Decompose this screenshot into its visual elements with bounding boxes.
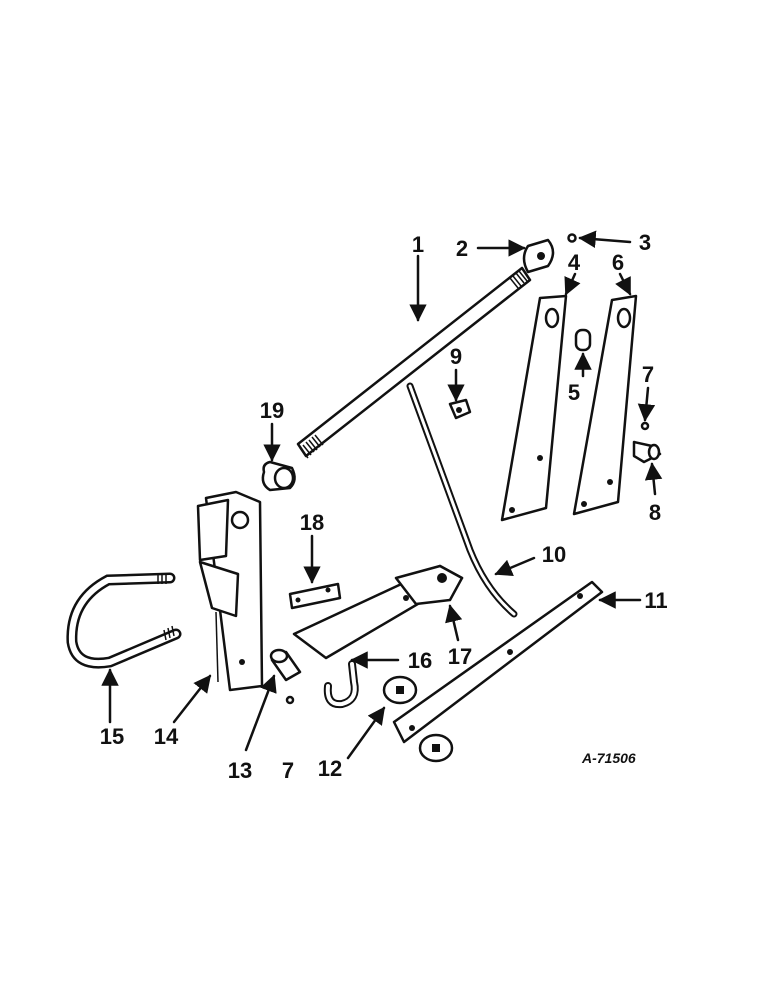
callout-12: 12 bbox=[318, 756, 342, 781]
leader-10 bbox=[494, 556, 536, 576]
part-7-washer-upper bbox=[640, 421, 650, 431]
leader-13 bbox=[244, 674, 277, 752]
callout-7-upper: 7 bbox=[642, 362, 654, 387]
leader-14 bbox=[172, 674, 212, 724]
leader-8 bbox=[644, 462, 663, 496]
callout-14: 14 bbox=[154, 724, 179, 749]
part-1-threaded-rod bbox=[296, 266, 532, 459]
callout-19: 19 bbox=[260, 398, 284, 423]
leader-12 bbox=[346, 706, 386, 760]
part-17-angle-bar bbox=[292, 564, 464, 660]
reference-number: A-71506 bbox=[581, 750, 636, 766]
part-19-bushing bbox=[261, 460, 296, 492]
callout-17: 17 bbox=[448, 644, 472, 669]
part-10-bent-rod bbox=[406, 382, 518, 618]
callout-11: 11 bbox=[644, 588, 667, 613]
part-15-u-bolt bbox=[66, 572, 182, 669]
leader-4 bbox=[564, 272, 581, 296]
part-8-bolt bbox=[632, 440, 662, 464]
callout-5: 5 bbox=[568, 380, 580, 405]
callout-1: 1 bbox=[412, 232, 424, 257]
callout-15: 15 bbox=[100, 724, 124, 749]
callout-16: 16 bbox=[408, 648, 432, 673]
part-16-u-clip bbox=[323, 660, 359, 709]
part-5-bushing bbox=[574, 328, 592, 352]
callout-10: 10 bbox=[542, 542, 566, 567]
part-3-pin bbox=[567, 233, 577, 243]
part-12-washers bbox=[382, 675, 454, 763]
callout-3: 3 bbox=[639, 230, 651, 255]
callout-13: 13 bbox=[228, 758, 252, 783]
callout-18: 18 bbox=[300, 510, 324, 535]
callout-labels: 1 2 3 4 5 6 7 8 9 10 11 12 13 7 14 15 16… bbox=[100, 230, 668, 783]
part-6-plate bbox=[572, 294, 638, 516]
part-18-small-plate bbox=[288, 582, 342, 610]
part-9-fitting bbox=[448, 398, 472, 420]
part-13-bolt bbox=[269, 648, 302, 682]
leader-17 bbox=[445, 604, 463, 642]
callout-6: 6 bbox=[612, 250, 624, 275]
leader-6 bbox=[615, 272, 632, 296]
callout-2: 2 bbox=[456, 236, 468, 261]
part-2-collar bbox=[522, 238, 555, 274]
part-14-bracket bbox=[196, 490, 264, 692]
leader-7a bbox=[637, 386, 656, 422]
callout-4: 4 bbox=[568, 250, 581, 275]
callout-8: 8 bbox=[649, 500, 661, 525]
leader-lines bbox=[101, 230, 663, 760]
part-7-washer-lower bbox=[285, 695, 295, 705]
part-4-plate bbox=[500, 294, 568, 522]
leader-3 bbox=[578, 230, 632, 248]
callout-9: 9 bbox=[450, 344, 462, 369]
callout-7-lower: 7 bbox=[282, 758, 294, 783]
